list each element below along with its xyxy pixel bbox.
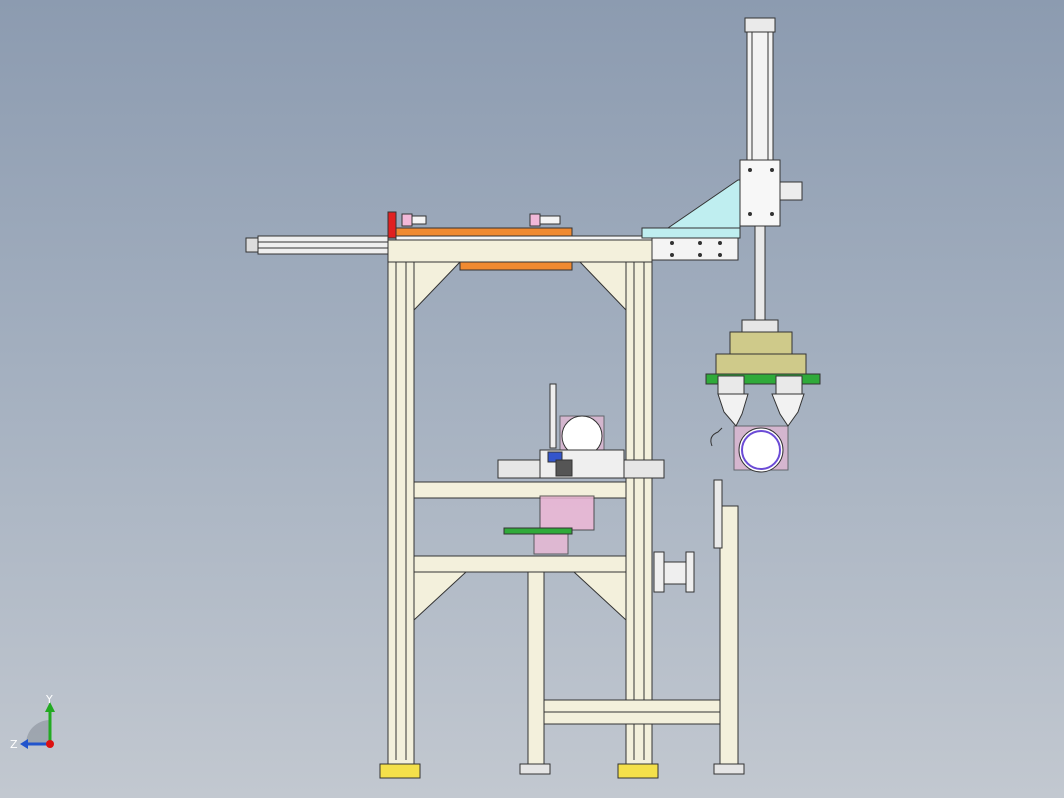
axis-triad: Y Z — [10, 693, 55, 751]
vertical-cylinder — [739, 17, 803, 327]
main-frame — [379, 239, 659, 779]
cyan-support — [641, 179, 741, 261]
pink-valve-2 — [529, 213, 541, 227]
y-axis-label: Y — [45, 693, 53, 706]
top-slide-assembly — [387, 211, 653, 271]
middle-clamp-assembly — [497, 383, 665, 555]
z-axis-label: Z — [10, 738, 18, 751]
foot-left — [379, 763, 421, 779]
orange-top-plate — [395, 227, 573, 237]
pink-valve-1 — [401, 213, 413, 227]
x-axis-dot — [46, 740, 54, 748]
orange-lower-plate — [459, 261, 573, 271]
right-stand — [519, 479, 745, 775]
left-linear-cylinder — [245, 235, 389, 255]
red-end-bracket — [387, 211, 397, 239]
gripper-head — [705, 319, 821, 473]
foot-right — [617, 763, 659, 779]
